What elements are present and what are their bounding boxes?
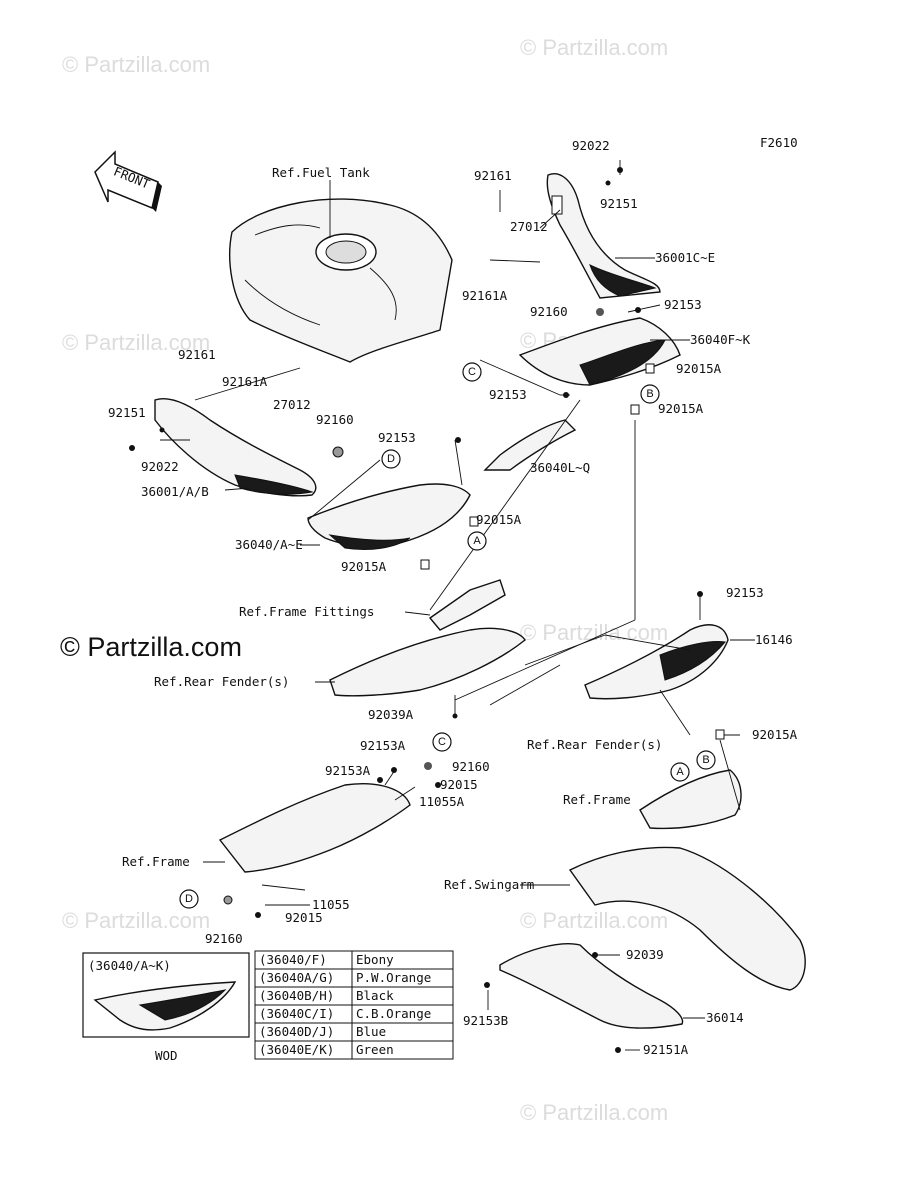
watermark: © Partzilla.com [62, 52, 210, 77]
callout-d: D [387, 453, 395, 465]
callout-d: D [185, 893, 193, 905]
seat-cover-right [546, 173, 661, 299]
watermark: © Partzilla.com [62, 330, 210, 355]
label-11055: 11055 [312, 897, 350, 912]
side-cover-right [518, 317, 681, 386]
label-36040-a-e: 36040/A~E [235, 537, 303, 552]
fasteners [129, 167, 725, 1053]
seat-cover-left [154, 398, 317, 497]
label-92161: 92161 [474, 168, 512, 183]
inset-caption: WOD [155, 1048, 178, 1063]
label-92153: 92153 [726, 585, 764, 600]
label-92015a: 92015A [476, 512, 522, 527]
label-92015a: 92015A [752, 727, 798, 742]
label-92153a: 92153A [360, 738, 406, 753]
label-92160: 92160 [452, 759, 490, 774]
label-92153: 92153 [378, 430, 416, 445]
label-92153: 92153 [489, 387, 527, 402]
label-92160: 92160 [205, 931, 243, 946]
label-92160: 92160 [530, 304, 568, 319]
label-92153b: 92153B [463, 1013, 508, 1028]
swingarm [568, 846, 806, 991]
label-92151: 92151 [108, 405, 146, 420]
rear-fender-left [329, 627, 526, 697]
table-code: (36040E/K) [259, 1042, 334, 1057]
watermark: © Partzilla.com [62, 908, 210, 933]
inset-box: (36040/A~K) WOD [82, 952, 250, 1063]
label-36040f-k: 36040F~K [690, 332, 751, 347]
callout-a: A [676, 766, 684, 778]
watermark: © Partzilla.com [520, 908, 668, 933]
table-color: P.W.Orange [356, 970, 431, 985]
table-color: Green [356, 1042, 394, 1057]
frame-left [218, 783, 411, 873]
table-code: (36040C/I) [259, 1006, 334, 1021]
lower-cover-left [307, 483, 471, 551]
table-code: (36040D/J) [259, 1024, 334, 1039]
label-36040l-q: 36040L~Q [530, 460, 590, 475]
label-ref-rear-fender: Ref.Rear Fender(s) [154, 674, 289, 689]
label-92022: 92022 [141, 459, 179, 474]
chain-guard [499, 943, 684, 1029]
label-ref-frame-fittings: Ref.Frame Fittings [239, 604, 374, 619]
label-92015: 92015 [440, 777, 478, 792]
label-92161a: 92161A [462, 288, 508, 303]
label-27012: 27012 [510, 219, 548, 234]
label-92151a: 92151A [643, 1042, 689, 1057]
frame-fittings-bracket [428, 579, 506, 631]
label-92161: 92161 [178, 347, 216, 362]
watermark: © Partzilla.com [520, 620, 668, 645]
label-92015a: 92015A [676, 361, 722, 376]
watermark: © Partzilla.com [520, 35, 668, 60]
label-92153: 92153 [664, 297, 702, 312]
label-92022: 92022 [572, 138, 610, 153]
frame-bracket-right [639, 769, 742, 830]
label-92160: 92160 [316, 412, 354, 427]
label-ref-rear-fender: Ref.Rear Fender(s) [527, 737, 662, 752]
label-27012: 27012 [273, 397, 311, 412]
front-arrow-icon: FRONT [94, 150, 162, 212]
label-92015a: 92015A [341, 559, 387, 574]
color-table: (36040/F) Ebony (36040A/G) P.W.Orange (3… [254, 950, 454, 1060]
label-36001-a-b: 36001/A/B [141, 484, 209, 499]
table-code: (36040/F) [259, 952, 327, 967]
label-92153a: 92153A [325, 763, 371, 778]
table-color: Black [356, 988, 394, 1003]
label-92015a: 92015A [658, 401, 704, 416]
main-watermark: © Partzilla.com [60, 632, 242, 662]
leader-lines [160, 160, 755, 1051]
part-labels: Ref.Fuel Tank 92022 92161 92151 27012 36… [108, 138, 798, 1057]
fuel-tank [229, 198, 453, 363]
label-11055a: 11055A [419, 794, 465, 809]
callout-c: C [438, 736, 446, 748]
callout-b: B [702, 754, 709, 766]
callout-b: B [646, 388, 653, 400]
label-36014: 36014 [706, 1010, 744, 1025]
label-92015: 92015 [285, 910, 323, 925]
table-color: Blue [356, 1024, 386, 1039]
bracket [483, 419, 577, 471]
tail-cover [584, 624, 729, 700]
callouts: C B D A C A B D [179, 362, 716, 909]
label-16146: 16146 [755, 632, 793, 647]
figure-code: F2610 [760, 135, 798, 150]
label-ref-fuel-tank: Ref.Fuel Tank [272, 165, 370, 180]
inset-title: (36040/A~K) [88, 958, 171, 973]
callout-c: C [468, 366, 476, 378]
label-ref-frame: Ref.Frame [122, 854, 190, 869]
table-color: Ebony [356, 952, 394, 967]
label-36001c-e: 36001C~E [655, 250, 715, 265]
label-92161a: 92161A [222, 374, 268, 389]
label-92039a: 92039A [368, 707, 414, 722]
table-code: (36040A/G) [259, 970, 334, 985]
table-code: (36040B/H) [259, 988, 334, 1003]
watermark: © Partzilla.com [520, 1100, 668, 1125]
table-color: C.B.Orange [356, 1006, 431, 1021]
label-92151: 92151 [600, 196, 638, 211]
label-ref-swingarm: Ref.Swingarm [444, 877, 534, 892]
label-ref-frame: Ref.Frame [563, 792, 631, 807]
label-92039: 92039 [626, 947, 664, 962]
callout-a: A [473, 535, 481, 547]
